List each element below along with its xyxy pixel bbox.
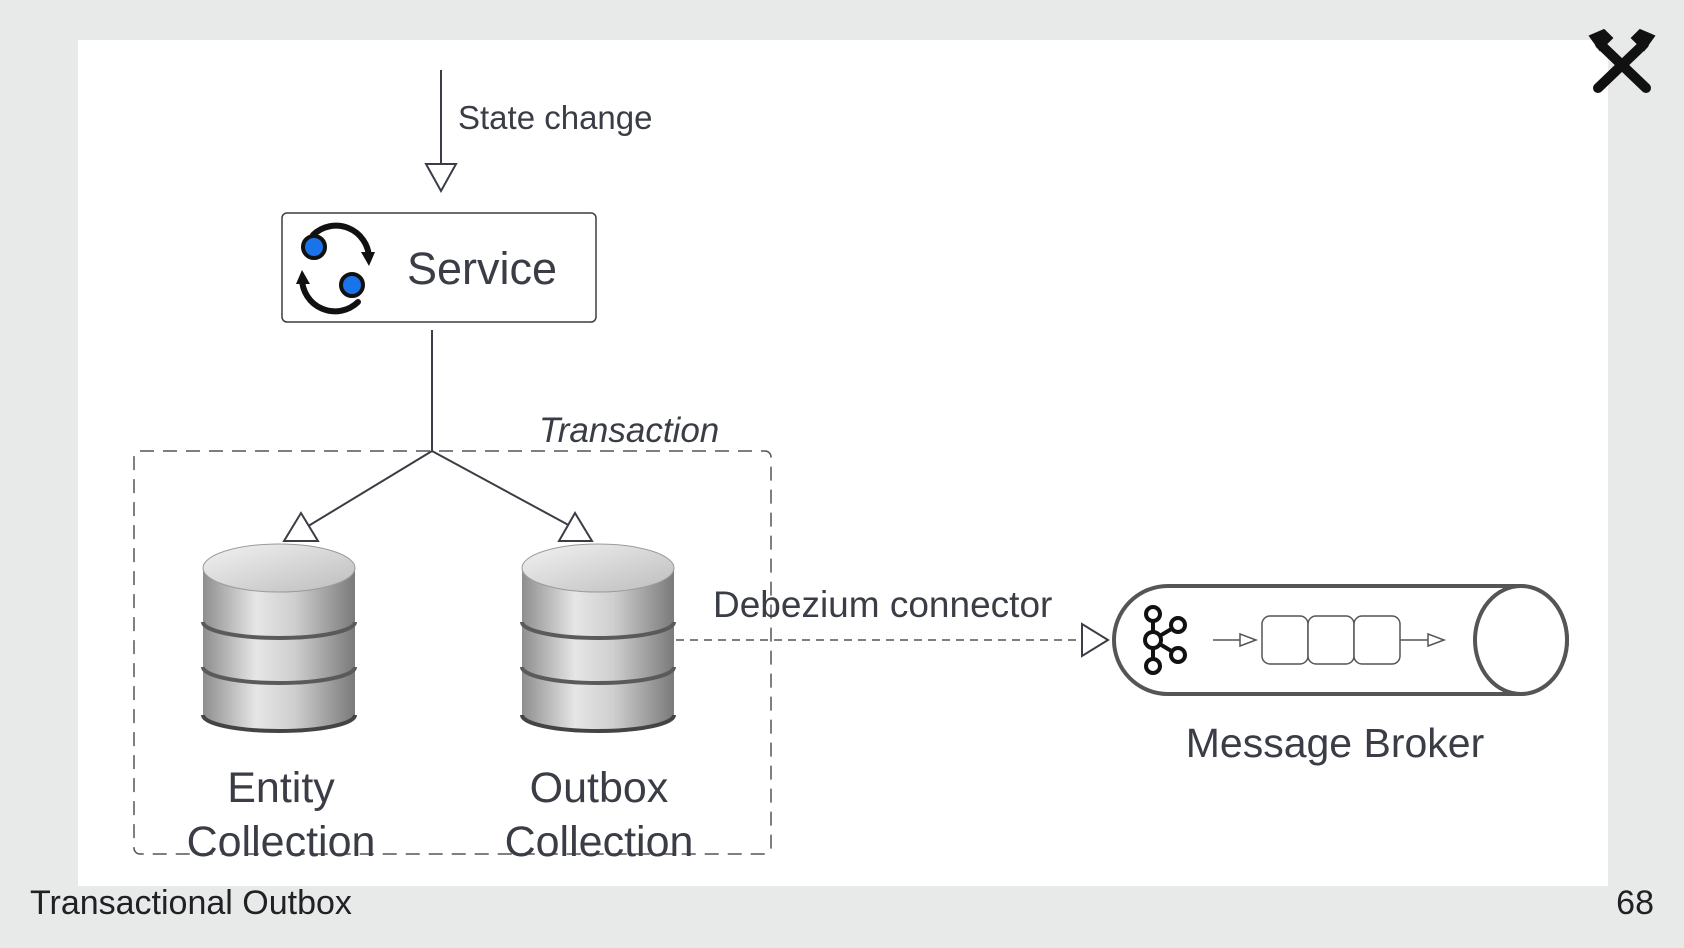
service-node[interactable]: Service [281, 212, 597, 323]
service-label: Service [407, 243, 557, 294]
debezium-connector-label: Debezium connector [713, 584, 1052, 625]
outbox-collection-label-line2: Collection [505, 818, 694, 866]
message-broker-label: Message Broker [1186, 720, 1485, 766]
service-sync-icon [296, 222, 375, 315]
state-change-label: State change [458, 99, 653, 136]
kafka-icon [1143, 605, 1187, 675]
architecture-diagram: State change Service Tran [133, 70, 1569, 866]
message-broker-node[interactable] [1112, 584, 1569, 696]
service-to-transaction-connector [282, 330, 594, 542]
queue-icon [1213, 615, 1447, 665]
entity-collection-label-line2: Collection [187, 818, 376, 866]
slide-title: Transactional Outbox [30, 884, 352, 922]
entity-database-icon [201, 543, 357, 733]
entity-collection-label-line1: Entity [227, 764, 335, 812]
debezium-connector-arrow [676, 622, 1110, 658]
crossed-hammers-logo-icon [1588, 28, 1656, 93]
transaction-label: Transaction [539, 411, 719, 450]
transaction-boundary [133, 450, 772, 855]
state-change-arrow [424, 70, 458, 194]
outbox-collection-label-line1: Outbox [530, 764, 669, 812]
slide: State change Service Tran [78, 40, 1608, 886]
page-number: 68 [1616, 884, 1654, 922]
outbox-database-icon [520, 543, 676, 733]
